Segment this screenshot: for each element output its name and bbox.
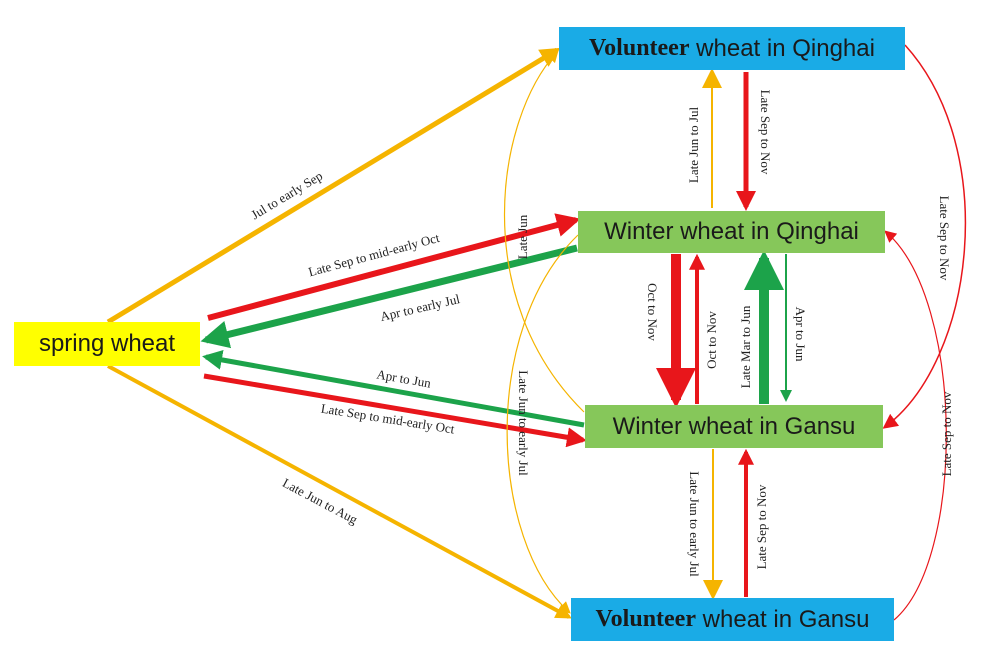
node-spring-wheat: spring wheat	[14, 322, 200, 366]
node-winter-qinghai-label: Winter wheat in Qinghai	[604, 218, 859, 245]
node-volunteer-qinghai-rest: wheat in Qinghai	[689, 34, 875, 62]
label-vq-to-wq: Late Sep to Nov	[758, 90, 773, 175]
label-vg-to-wq: Late Sep to Nov	[939, 391, 954, 476]
arrow-sw-to-vq	[106, 47, 561, 325]
label-vg-to-wg: Late Sep to Nov	[754, 484, 769, 569]
arrow-wq-to-sw	[200, 244, 578, 349]
arrow-wq-to-vg	[506, 234, 579, 614]
node-volunteer-gansu-rest: wheat in Gansu	[696, 605, 870, 633]
node-winter-wheat-qinghai: Winter wheat in Qinghai	[578, 211, 885, 253]
arrow-vg-to-wq	[884, 230, 947, 621]
node-winter-gansu-label: Winter wheat in Gansu	[612, 412, 856, 440]
node-volunteer-gansu-lead: Volunteer	[595, 606, 696, 632]
node-volunteer-wheat-gansu: Volunteer wheat in Gansu	[571, 598, 894, 641]
label-wq-to-vq: Late Jun to Jul	[686, 107, 701, 184]
arrow-sw-to-vg	[107, 364, 572, 619]
arrow-sw-to-wg	[203, 373, 587, 448]
arrow-wg-to-sw	[202, 349, 585, 428]
label-wg-to-wq-green: Late Mar to Jun	[738, 305, 753, 388]
label-wq-to-vg: Late Jun to early Jul	[516, 370, 531, 476]
node-volunteer-qinghai-lead: Volunteer	[589, 35, 690, 61]
label-wg-to-vg: Late Jun to early Jul	[687, 471, 702, 577]
label-wg-to-wq-red: Oct to Nov	[704, 311, 719, 369]
node-volunteer-wheat-qinghai: Volunteer wheat in Qinghai	[559, 27, 905, 70]
node-spring-wheat-label: spring wheat	[38, 330, 176, 357]
node-winter-wheat-gansu: Winter wheat in Gansu	[585, 405, 883, 448]
label-wg-to-vq: Late Jun	[515, 214, 530, 259]
label-vq-to-wg: Late Sep to Nov	[937, 196, 952, 281]
arrow-vq-to-wg	[882, 44, 967, 429]
arrow-wg-to-vq	[504, 50, 585, 413]
label-wq-to-wg: Oct to Nov	[645, 283, 660, 341]
label-wq-to-wg-green: Apr to Jun	[793, 307, 808, 362]
arrow-sw-to-wq	[207, 213, 581, 321]
